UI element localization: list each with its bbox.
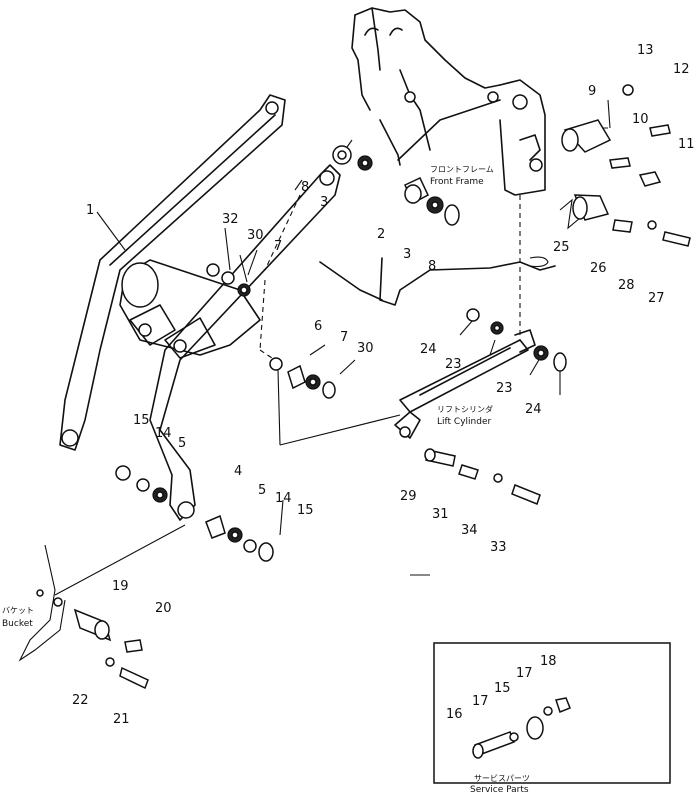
callout-32: 32 <box>222 212 239 227</box>
callout-30: 30 <box>247 228 264 243</box>
callout-8b: 8 <box>428 259 436 274</box>
service-parts-label-jp: サービスパーツ <box>474 774 530 783</box>
callout-25: 25 <box>553 240 570 255</box>
callout-15c: 15 <box>494 681 511 696</box>
callout-7b: 7 <box>340 330 348 345</box>
callout-28: 28 <box>618 278 635 293</box>
callout-34: 34 <box>461 523 478 538</box>
callout-5: 5 <box>178 436 186 451</box>
part-number-callouts: 1 2 3 3 4 5 5 6 7 7 8 8 9 10 11 12 13 14… <box>72 43 695 727</box>
callout-29: 29 <box>400 489 417 504</box>
component-labels: フロントフレーム Front Frame リフトシリンダ Lift Cylind… <box>2 165 530 795</box>
bucket-label-en: Bucket <box>2 619 33 629</box>
callout-17: 17 <box>472 694 489 709</box>
callout-4: 4 <box>234 464 242 479</box>
callout-20: 20 <box>155 601 172 616</box>
callout-31: 31 <box>432 507 449 522</box>
callout-11: 11 <box>678 137 695 152</box>
callout-6: 6 <box>314 319 322 334</box>
callout-1: 1 <box>86 203 94 218</box>
callout-14b: 14 <box>275 491 292 506</box>
callout-22: 22 <box>72 693 89 708</box>
callout-18: 18 <box>540 654 557 669</box>
callout-15b: 15 <box>297 503 314 518</box>
service-parts-label-en: Service Parts <box>470 785 529 795</box>
callout-26: 26 <box>590 261 607 276</box>
front-frame-label-jp: フロントフレーム <box>430 165 494 174</box>
callout-33: 33 <box>490 540 507 555</box>
hardware-parts <box>18 84 691 690</box>
callout-24: 24 <box>420 342 437 357</box>
callout-23b: 23 <box>496 381 513 396</box>
callout-24b: 24 <box>525 402 542 417</box>
callout-17b: 17 <box>516 666 533 681</box>
lift-cylinder-label-jp: リフトシリンダ <box>437 404 493 414</box>
front-frame <box>319 7 556 306</box>
callout-14: 14 <box>155 426 172 441</box>
callout-27: 27 <box>648 291 665 306</box>
callout-3b: 3 <box>403 247 411 262</box>
callout-16: 16 <box>446 707 463 722</box>
callout-2: 2 <box>377 227 385 242</box>
callout-3: 3 <box>320 195 328 210</box>
lift-cylinder-label-en: Lift Cylinder <box>437 417 491 427</box>
service-parts-box <box>433 642 671 784</box>
callout-10: 10 <box>632 112 649 127</box>
bucket-label-jp: バケット <box>2 606 34 615</box>
callout-21: 21 <box>113 712 130 727</box>
callout-23: 23 <box>445 357 462 372</box>
front-frame-label-en: Front Frame <box>430 177 484 187</box>
callout-15: 15 <box>133 413 150 428</box>
callout-19: 19 <box>112 579 129 594</box>
callout-8: 8 <box>301 180 309 195</box>
callout-13: 13 <box>637 43 654 58</box>
callout-12: 12 <box>673 62 690 77</box>
callout-9: 9 <box>588 84 596 99</box>
leader-lines <box>54 99 611 596</box>
lift-arm <box>59 94 341 521</box>
callout-30b: 30 <box>357 341 374 356</box>
callout-5b: 5 <box>258 483 266 498</box>
callout-7: 7 <box>274 239 282 254</box>
